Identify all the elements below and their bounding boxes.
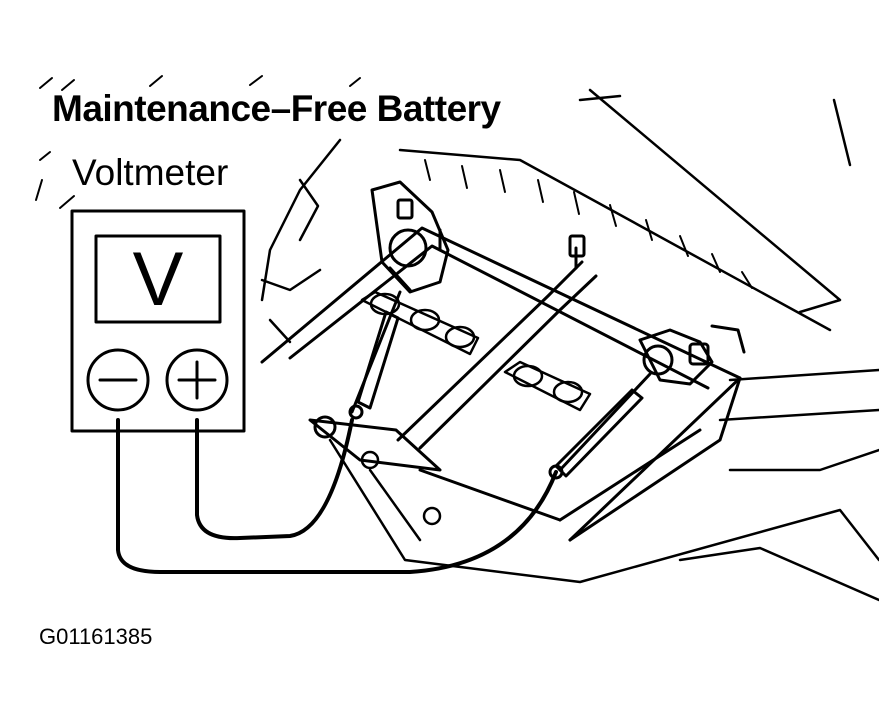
positive-lead-wire [195, 418, 354, 541]
voltmeter-display [94, 234, 222, 324]
engine-bay-outline [260, 88, 852, 344]
negative-test-probe [348, 290, 402, 420]
figure-id: G01161385 [39, 624, 153, 649]
battery-case [260, 226, 742, 542]
positive-battery-terminal [638, 324, 746, 386]
voltmeter-display-letter: V [132, 237, 184, 322]
diagram-title: Maintenance–Free Battery [52, 88, 501, 129]
positive-terminal-jack [165, 348, 229, 412]
cell-caps [360, 290, 592, 412]
hold-down-bracket [308, 234, 598, 472]
voltmeter [70, 209, 246, 433]
hatching [424, 159, 753, 289]
sketch-marks-top [35, 75, 361, 209]
voltmeter-label: Voltmeter [72, 152, 229, 193]
positive-test-probe [548, 372, 652, 480]
negative-terminal-jack [86, 348, 150, 412]
voltmeter-body [70, 209, 246, 433]
fender-outline [328, 368, 879, 602]
negative-lead-wire [116, 418, 558, 574]
test-leads [116, 418, 558, 574]
negative-battery-terminal [370, 180, 450, 294]
plus-symbol [177, 360, 217, 400]
